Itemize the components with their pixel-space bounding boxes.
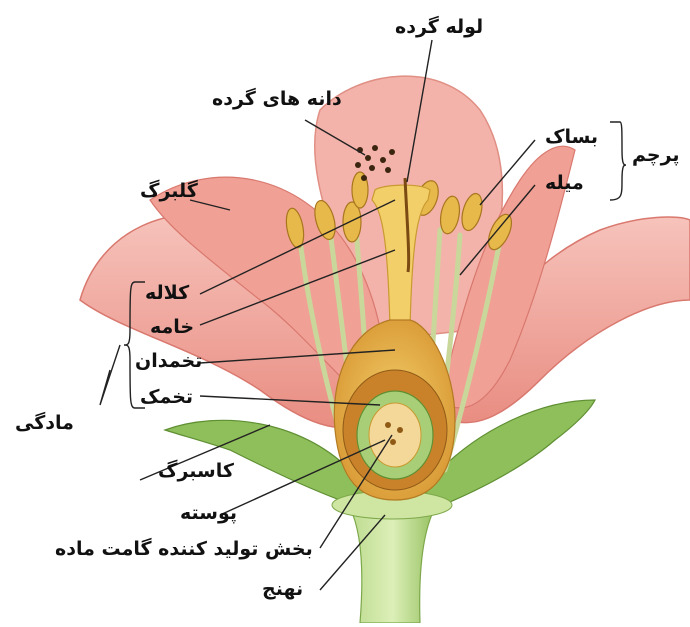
label-filament: میله: [545, 174, 584, 193]
label-pollen-tube: لوله گرده: [395, 18, 483, 37]
label-ovule: تخمک: [140, 388, 193, 407]
label-style: خامه: [150, 318, 194, 337]
label-receptacle: نهنج: [262, 580, 303, 599]
label-stigma: کلاله: [145, 284, 189, 303]
label-pistil: مادگی: [15, 414, 74, 433]
label-female-gamete-part: بخش تولید کننده گامت ماده: [55, 540, 313, 559]
label-sepal: کاسبرگ: [158, 462, 234, 481]
label-integument: پوسته: [180, 504, 237, 523]
label-stamen: پرچم: [632, 146, 680, 165]
label-pollen-grains: دانه های گرده: [212, 90, 342, 109]
ovule-inner: [369, 403, 421, 467]
label-ovary: تخمدان: [135, 352, 202, 371]
label-petal: گلبرگ: [140, 182, 198, 201]
label-anther: بساک: [545, 128, 598, 147]
